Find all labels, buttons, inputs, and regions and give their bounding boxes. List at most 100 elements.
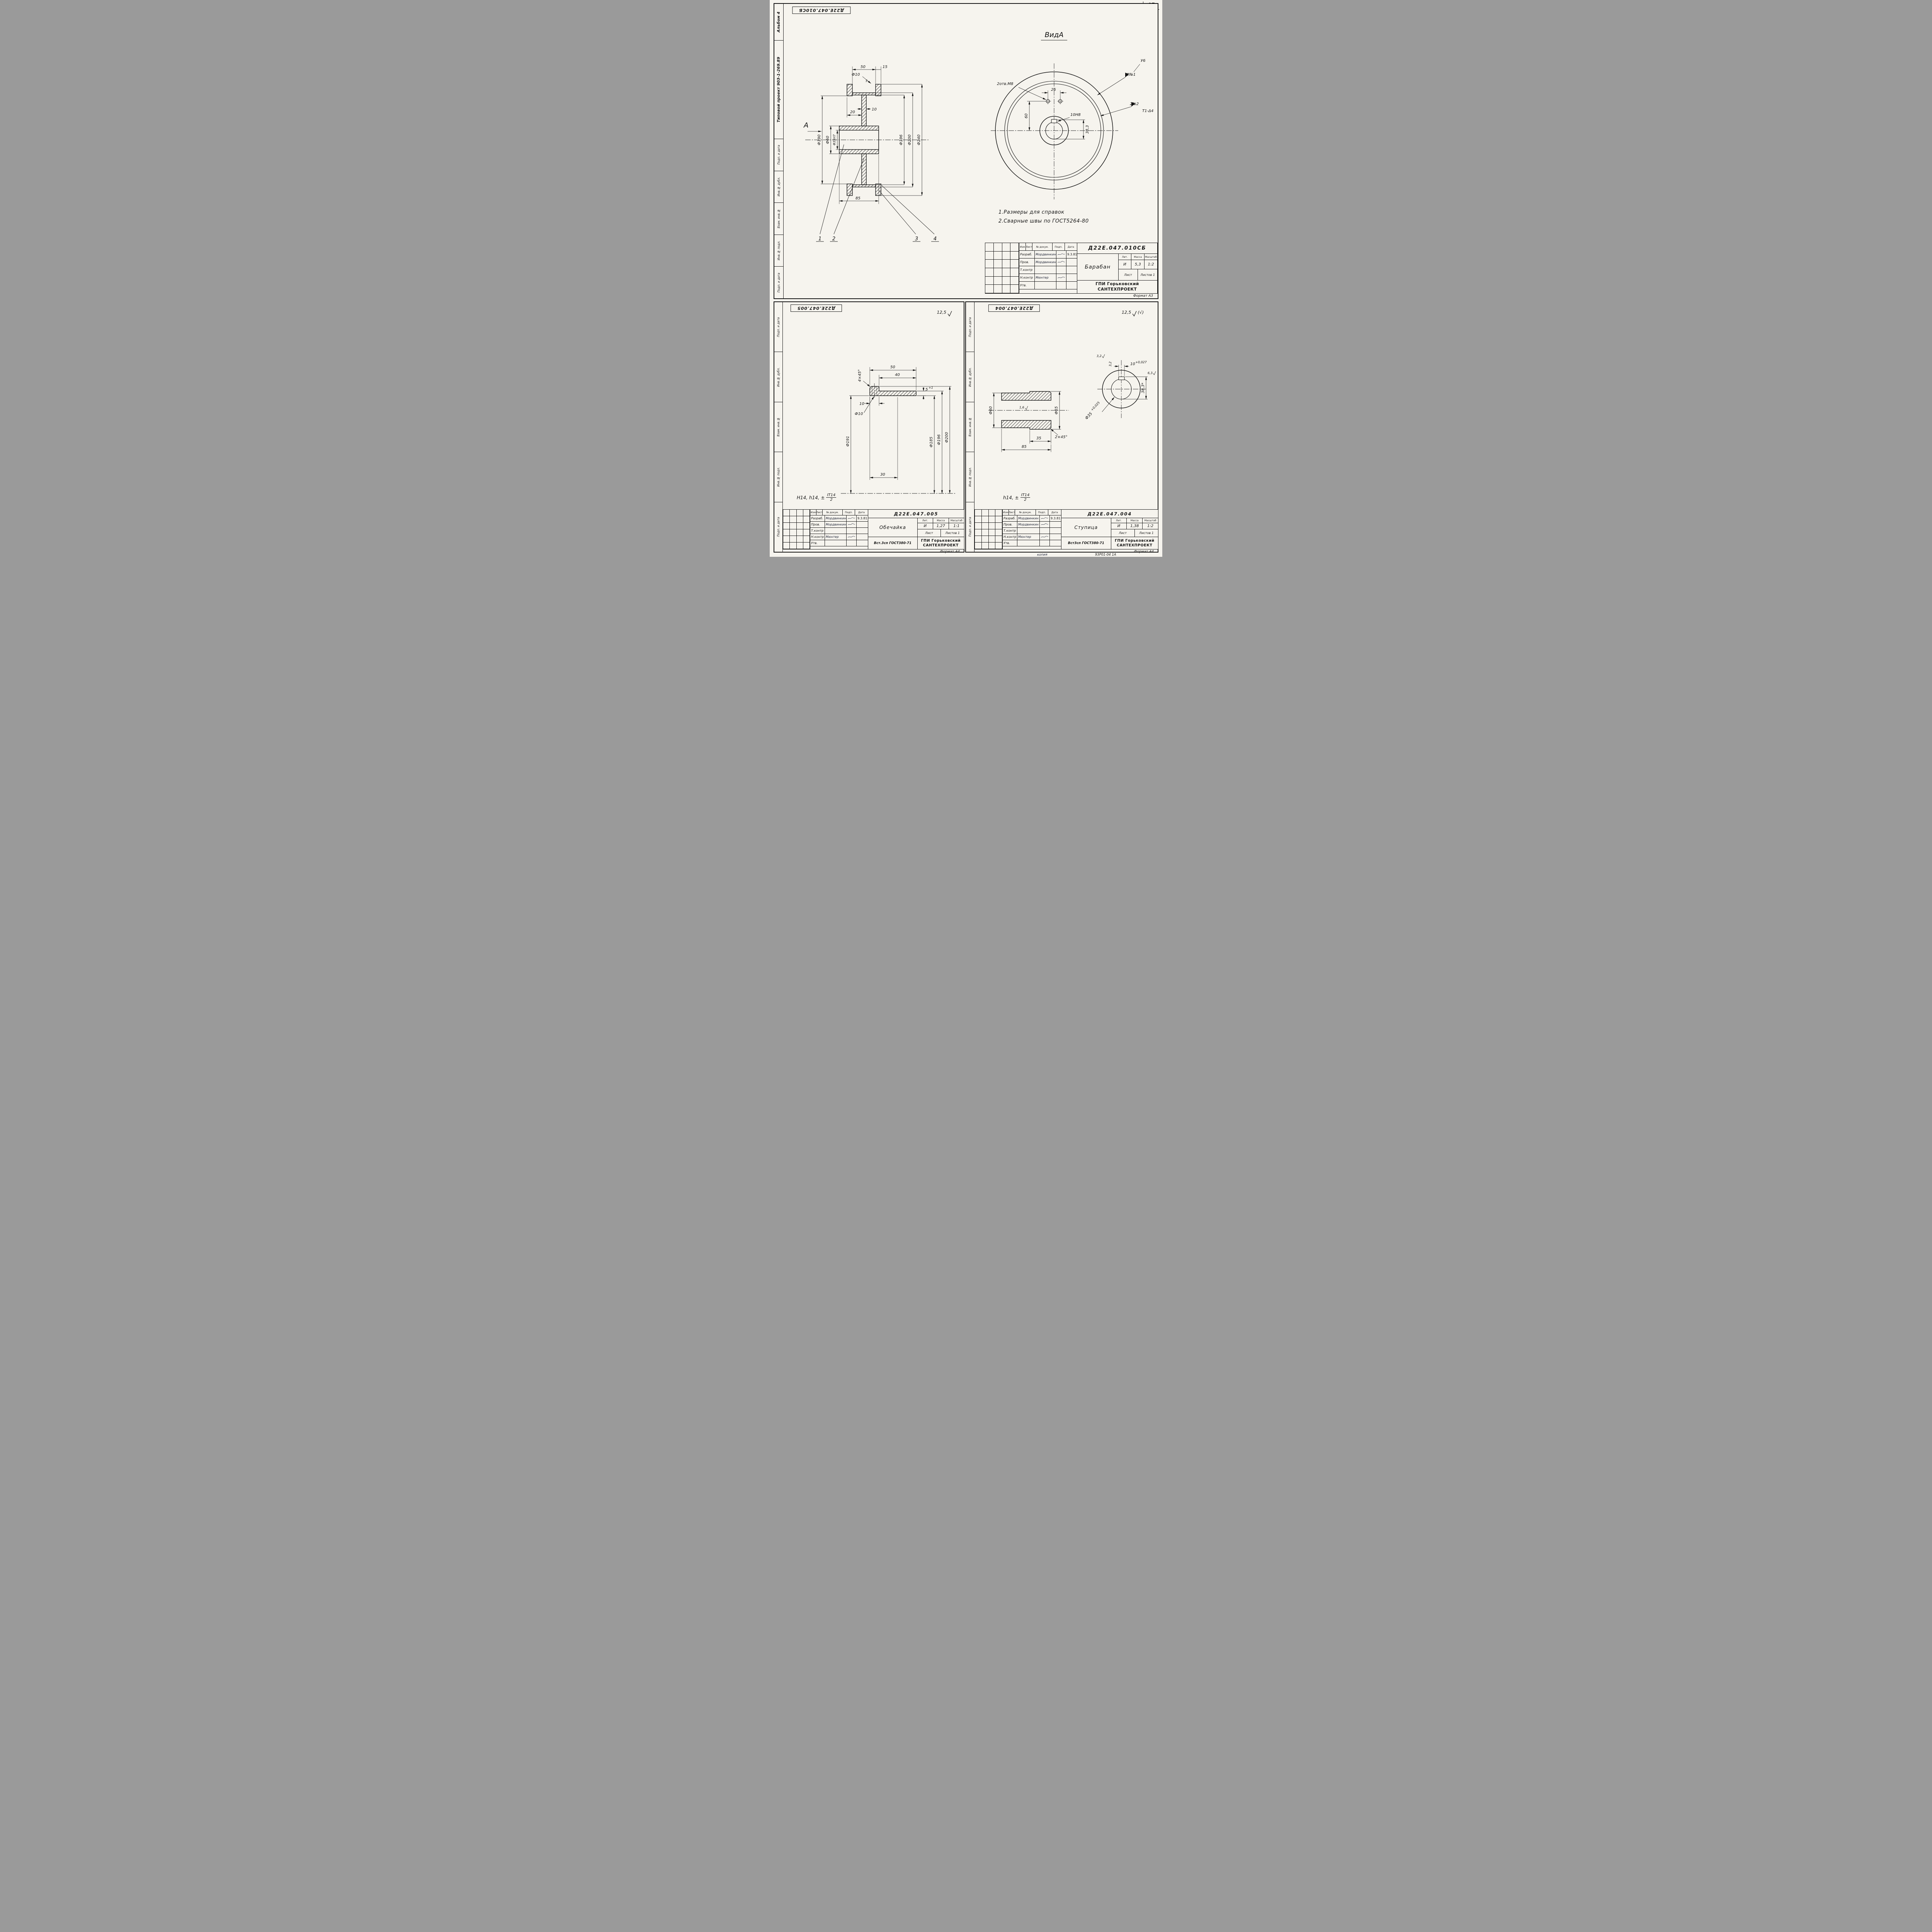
dim-38-3: 38,3 [1085,125,1090,134]
signature [1041,536,1048,538]
row-role: Пров. [1019,259,1035,266]
drum-view-a: ВидА 2отв.М8 [991,31,1153,199]
hub-drawing: Ф60 Ф65 1,6 2×45° 35 [988,354,1156,452]
strip-label: Инв.№ подл. [777,467,780,487]
row-date [1066,282,1077,289]
view-a-title: ВидА [1045,31,1064,39]
titleblock-hub: Изм Лист № докум. Подп. Дата Разраб. Мор… [975,509,1158,549]
lit-value: И [1119,260,1132,269]
row-date [1066,274,1077,281]
organization: ГПИ Горьковский САНТЕХПРОЕКТ [1077,280,1157,293]
strip-label: Подп. и дата [777,272,781,293]
hub-roughness: 12,5 (√) [1122,310,1144,316]
scale-value: 1:1 [953,524,960,528]
dim-f10: Ф10 [855,412,863,416]
tolerance-numerator: IT14 [1020,493,1031,498]
row-date: 9.3.81 [857,517,867,520]
row-name [1017,528,1040,534]
sheet-hub: Подп. и дата Инв.№ дубл. Взам. инв.№ Инв… [965,301,1158,554]
dim-5: 5 [925,388,928,392]
dim-bore-tol: +0,025 [1090,401,1100,412]
col-izm: Изм [810,510,816,515]
dim-5: 5 [866,79,867,83]
row-date [857,534,868,540]
strip-label: Подп. и дата [968,517,972,537]
shell-left-frame-strip: Подп. и дата Инв.№ дубл. Взам. инв.№ Инв… [774,302,783,552]
dim-10: 10 [859,402,864,406]
dim-f200: Ф200 [945,432,949,443]
org-line-1: ГПИ Горьковский [921,538,961,543]
dim-f60: Ф60 [989,406,993,414]
row-name: Мюнтер [1017,534,1040,540]
dim-10: 10 [872,107,877,112]
col-list: Лист [1009,510,1015,515]
lit-value: И [1111,523,1127,529]
callout-3: 3 [915,236,918,242]
dim-f10: Ф10 [852,73,860,77]
scale-value: 1:2 [1148,262,1154,267]
strip-label: Инв.№ дубл. [968,367,972,387]
col-data: Дата [858,511,865,514]
row-role: Утв. [810,540,825,546]
tolerance-denominator: 2 [830,498,833,502]
scale-value: 1:2 [1147,524,1154,528]
row-date [1050,528,1061,534]
col-podp: Подп. [1053,243,1065,250]
material: Вст.3сп ГОСТ380-71 [868,537,918,549]
titleblock-people: Изм Лист № докум. Подп. Дата Разраб. Мор… [810,510,868,549]
dim-38-3: 38,3* [1141,383,1145,393]
row-date: 9.3.81 [1067,253,1077,256]
dim-f65: Ф65 [1054,406,1059,414]
dim-85: 85 [1022,445,1027,449]
row-date: 9.3.81 [1051,517,1061,520]
tolerance-base: h14, ± [1003,495,1019,500]
spare-grid [985,243,1019,293]
strip-label: Взам. инв.№ [777,209,781,228]
dim-roughness-32: 3,2 [1109,362,1112,367]
lit-label: Лит. [1119,254,1132,260]
dim-roughness-32b: 3,2 [1097,354,1102,358]
row-role: Т.контр [1003,528,1017,534]
row-role: Разраб. [1003,515,1017,521]
titleblock-drum: Изм Лист № докум. Подп. Дата Разраб. Мор… [985,243,1158,294]
tolerance-denominator: 2 [1024,498,1027,502]
organization: ГПИ Горьковский САНТЕХПРОЕКТ [1111,537,1158,549]
row-name [1035,266,1056,274]
sheets-label: Листов 1 [1139,531,1154,535]
row-role: Утв. [1003,540,1017,546]
row-name [1017,540,1040,546]
sheets-label: Листов 1 [1140,273,1155,277]
drum-drawing: 50 15 Ф10 5 20 10 Ф190 [803,31,1153,242]
signature [848,536,855,538]
drawing-page: 17 Альбом 4 Типовой проект 903-1-269.89 … [770,0,1162,557]
col-list: Лист [816,510,823,515]
row-role: Н.контр [810,534,825,540]
weld-2-label: 2№2 [1130,102,1139,106]
col-podp: Подп. [843,510,855,515]
dim-f185: Ф185 [929,437,934,447]
shell-roughness: 12,5 [937,310,952,316]
roughness-value: 12,5 [937,310,947,315]
col-dokum: № докум. [823,510,843,515]
dim-30: 30 [880,473,885,477]
dim-keyway-width: 10 [1130,362,1135,366]
tolerance-base: Н14, h14, ± [797,495,825,500]
titleblock-right: Д22Е.047.010СБ Барабан Лит. Масса Масшта… [1077,243,1157,293]
row-role: Н.контр [1003,534,1017,540]
dim-20: 20 [850,110,855,114]
spare-grid [975,510,1003,549]
row-name [1035,282,1056,289]
sheet-shell: Подп. и дата Инв.№ дубл. Взам. инв.№ Инв… [774,301,964,554]
strip-label: Инв.№ дубл. [777,367,780,387]
row-date [857,540,868,546]
row-name: Мордвинкин [1035,259,1056,266]
strip-label: Подп. и дата [777,145,781,165]
format-label: Формат А3 [1133,294,1153,298]
org-line-2: САНТЕХПРОЕКТ [923,543,959,548]
note-1: 1.Размеры для справок [998,209,1065,215]
spare-grid [783,510,810,549]
hub-stamp-text: Д22Е.047.004 [995,306,1033,311]
row-date [1050,534,1061,540]
row-role: Т.контр [1019,266,1035,274]
